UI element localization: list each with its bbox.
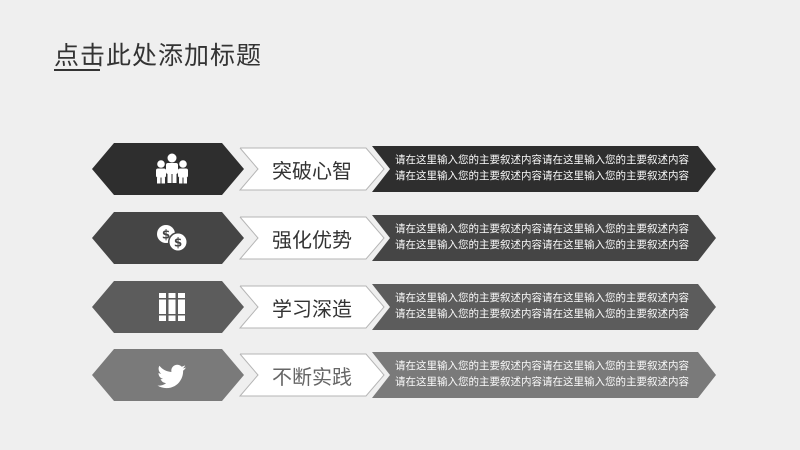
description-line-2: 请在这里输入您的主要叙述内容请在这里输入您的主要叙述内容 <box>395 170 689 182</box>
twitter-bird-icon <box>150 358 194 392</box>
description-line-2: 请在这里输入您的主要叙述内容请在这里输入您的主要叙述内容 <box>395 239 689 251</box>
row-description: 请在这里输入您的主要叙述内容请在这里输入您的主要叙述内容 请在这里输入您的主要叙… <box>392 221 692 253</box>
people-group-icon <box>150 152 194 186</box>
list-item-4: 不断实践 请在这里输入您的主要叙述内容请在这里输入您的主要叙述内容 请在这里输入… <box>0 349 800 401</box>
description-line-1: 请在这里输入您的主要叙述内容请在这里输入您的主要叙述内容 <box>395 223 689 235</box>
hexagon-badge <box>92 281 244 333</box>
title-underline <box>54 69 100 71</box>
chevron-outline <box>238 216 385 260</box>
svg-text:$: $ <box>174 236 182 250</box>
row-label: 突破心智 <box>272 159 352 183</box>
description-arrow <box>372 352 716 398</box>
row-description: 请在这里输入您的主要叙述内容请在这里输入您的主要叙述内容 请在这里输入您的主要叙… <box>392 358 692 390</box>
list-item-1: 突破心智 请在这里输入您的主要叙述内容请在这里输入您的主要叙述内容 请在这里输入… <box>0 143 800 195</box>
chevron-outline <box>238 353 385 397</box>
row-label: 强化优势 <box>272 228 352 252</box>
description-line-2: 请在这里输入您的主要叙述内容请在这里输入您的主要叙述内容 <box>395 376 689 388</box>
description-line-2: 请在这里输入您的主要叙述内容请在这里输入您的主要叙述内容 <box>395 308 689 320</box>
description-line-1: 请在这里输入您的主要叙述内容请在这里输入您的主要叙述内容 <box>395 292 689 304</box>
row-label: 不断实践 <box>272 365 352 389</box>
books-icon <box>150 290 194 324</box>
row-shapes <box>92 143 716 195</box>
row-shapes <box>92 281 716 333</box>
row-description: 请在这里输入您的主要叙述内容请在这里输入您的主要叙述内容 请在这里输入您的主要叙… <box>392 152 692 184</box>
row-shapes <box>92 349 716 401</box>
row-description: 请在这里输入您的主要叙述内容请在这里输入您的主要叙述内容 请在这里输入您的主要叙… <box>392 290 692 322</box>
description-line-1: 请在这里输入您的主要叙述内容请在这里输入您的主要叙述内容 <box>395 360 689 372</box>
list-item-2: $ $ 强化优势 请在这里输入您的主要叙述内容请在这里输入您的主要叙述内容 请在… <box>0 212 800 264</box>
dollar-coins-icon: $ $ <box>150 221 194 255</box>
description-arrow <box>372 284 716 330</box>
chevron-outline <box>238 285 385 329</box>
description-line-1: 请在这里输入您的主要叙述内容请在这里输入您的主要叙述内容 <box>395 154 689 166</box>
description-arrow <box>372 146 716 192</box>
slide-title: 点击此处添加标题 <box>54 41 263 70</box>
chevron-outline <box>238 147 385 191</box>
svg-text:$: $ <box>162 228 170 242</box>
description-arrow <box>372 215 716 261</box>
list-item-3: 学习深造 请在这里输入您的主要叙述内容请在这里输入您的主要叙述内容 请在这里输入… <box>0 281 800 333</box>
row-label: 学习深造 <box>272 297 352 321</box>
